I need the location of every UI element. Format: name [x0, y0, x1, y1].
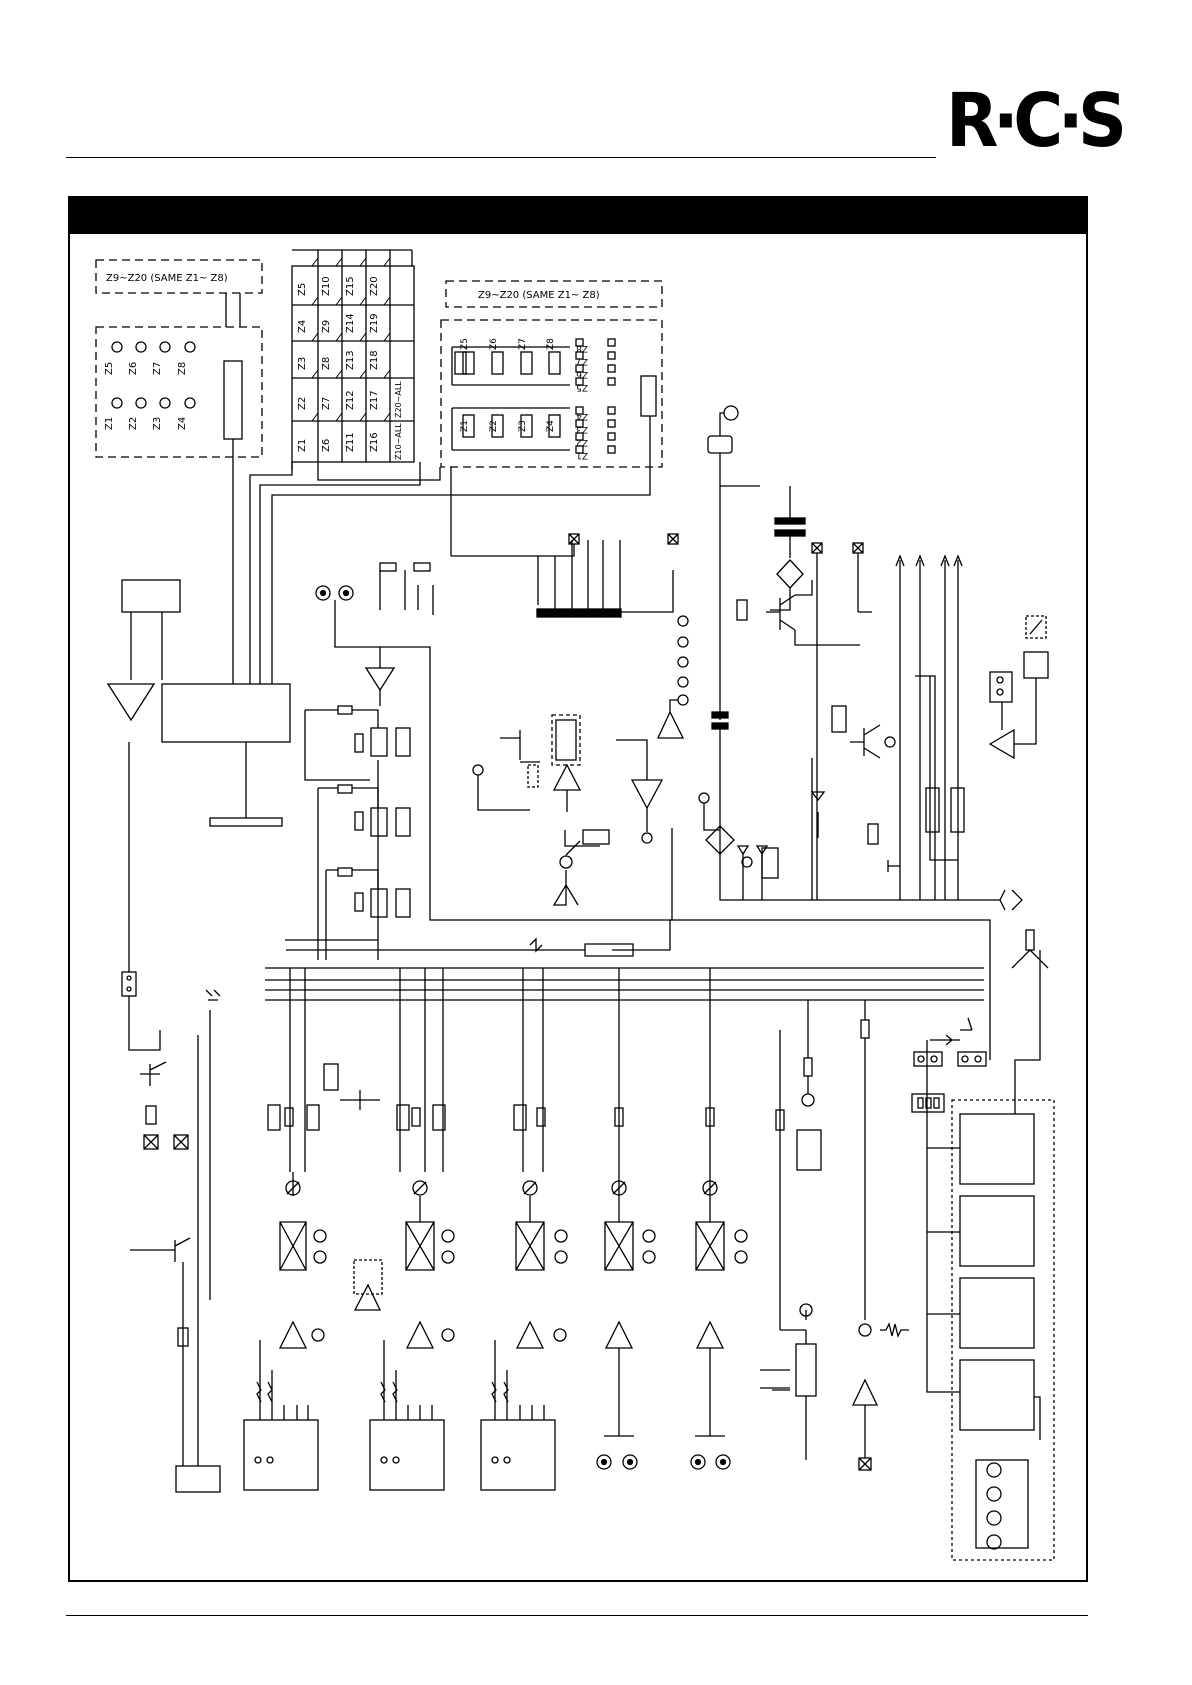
terminal-label: Z4	[297, 320, 308, 333]
relay-label: Z1	[460, 420, 470, 432]
terminal-label: Z20	[369, 276, 380, 296]
relay-out-label: Z6	[576, 369, 588, 379]
channel-strips	[122, 742, 990, 1492]
zone-buttons-top	[112, 342, 195, 352]
relay-out-label: Z4	[576, 411, 588, 421]
terminal-label: Z5	[297, 283, 308, 296]
terminal-label: Z3	[297, 357, 308, 370]
zone-label: Z6	[128, 362, 139, 375]
zone-label: Z2	[128, 417, 139, 430]
zone-note-right: Z9~Z20 (SAME Z1~ Z8)	[478, 290, 600, 301]
zone-note-left: Z9~Z20 (SAME Z1~ Z8)	[106, 273, 228, 284]
terminal-label: Z10~ALL	[394, 423, 403, 460]
relay-out-label: Z8	[576, 343, 588, 353]
relay-label: Z6	[489, 338, 499, 350]
control-section	[108, 416, 984, 1000]
output-modules	[912, 930, 1054, 1560]
channel-module-2	[397, 968, 454, 1348]
channel-module-3	[514, 968, 567, 1348]
channel-module-5	[691, 968, 747, 1469]
zone-relay-grid: Z9~Z20 (SAME Z1~ Z8) Z5 Z6	[441, 281, 662, 467]
terminal-label: Z16	[369, 432, 380, 452]
relay-label: Z4	[546, 420, 556, 432]
terminal-label: Z15	[345, 276, 356, 296]
input-group-3	[481, 1340, 555, 1490]
relay-label: Z5	[460, 338, 470, 350]
terminal-label: Z7	[321, 397, 332, 410]
terminal-label: Z10	[321, 276, 332, 296]
terminal-label: Z1	[297, 439, 308, 452]
relay-out-label: Z2	[576, 437, 588, 447]
terminal-label: Z13	[345, 350, 356, 370]
relay-out-label: Z3	[576, 424, 588, 434]
power-supply-section	[699, 406, 1048, 910]
zone-buttons-bottom	[112, 398, 195, 408]
zone-label: Z1	[104, 417, 115, 430]
footer-rule	[66, 1615, 1088, 1616]
terminal-label: Z9	[321, 320, 332, 333]
zone-label: Z7	[152, 362, 163, 375]
zone-label: Z3	[152, 417, 163, 430]
relay-label: Z3	[518, 420, 528, 432]
terminal-label: Z20~ALL	[394, 381, 403, 418]
terminal-label: Z2	[297, 397, 308, 410]
relay-label: Z8	[546, 338, 556, 350]
terminal-label: Z6	[321, 439, 332, 452]
relay-label: Z2	[489, 420, 499, 432]
zone-label: Z8	[177, 362, 188, 375]
terminal-label: Z12	[345, 390, 356, 410]
zone-label: Z4	[177, 417, 188, 430]
terminal-label: Z19	[369, 313, 380, 333]
terminal-label: Z17	[369, 390, 380, 410]
relay-out-label: Z5	[576, 382, 588, 392]
input-group-2	[370, 1340, 444, 1490]
terminal-label: Z11	[345, 432, 356, 452]
input-group-1	[244, 1340, 318, 1490]
channel-module-4	[597, 968, 655, 1469]
zone-selector-left: Z9~Z20 (SAME Z1~ Z8) Z5 Z6 Z7 Z8 Z1 Z2 Z…	[96, 260, 262, 457]
channel-module-1	[268, 968, 326, 1348]
terminal-label: Z8	[321, 357, 332, 370]
relay-out-label: Z7	[576, 356, 588, 366]
terminal-label: Z14	[345, 313, 356, 333]
zone-terminal-block: Z5 Z10 Z15 Z20 Z4 Z9 Z14 Z19 Z3 Z8 Z13 Z…	[292, 250, 414, 462]
terminal-label: Z18	[369, 350, 380, 370]
zone-label: Z5	[104, 362, 115, 375]
relay-label: Z7	[518, 338, 528, 350]
relay-out-label: Z1	[576, 450, 588, 460]
